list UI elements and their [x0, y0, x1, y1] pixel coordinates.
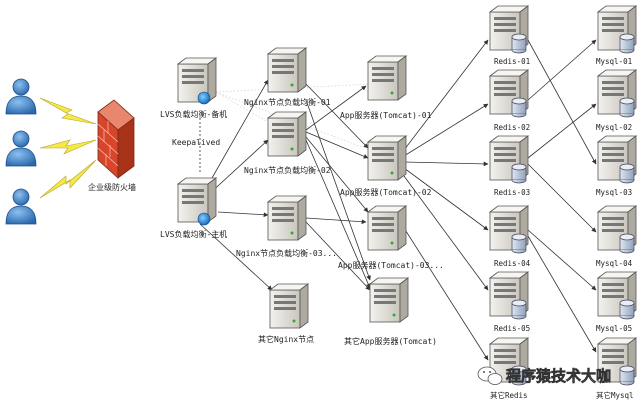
- mysql-05-label: Mysql-05: [596, 324, 632, 333]
- server-icon: [367, 205, 407, 251]
- server-icon: [269, 283, 309, 329]
- server-icon: [267, 195, 307, 241]
- redis-03-label: Redis-03: [494, 188, 530, 197]
- server-icon: [177, 177, 217, 223]
- server-icon: [369, 277, 409, 323]
- nginx-03-label: Nginx节点负载均衡-03...: [236, 248, 337, 258]
- database-icon: [619, 33, 635, 54]
- database-icon: [511, 33, 527, 54]
- app-01-label: App服务器(Tomcat)-01: [340, 110, 432, 120]
- lvs-master-label: LVS负载均衡-主机: [160, 229, 227, 239]
- database-icon: [619, 299, 635, 320]
- app-other-label: 其它App服务器(Tomcat): [344, 336, 437, 346]
- user-icon: [5, 188, 37, 225]
- redis-05-label: Redis-05: [494, 324, 530, 333]
- server-icon: [267, 47, 307, 93]
- redis-04-label: Redis-04: [494, 259, 531, 268]
- database-icon: [511, 163, 527, 184]
- wechat-icon: [477, 366, 503, 385]
- redis-01-label: Redis-01: [494, 57, 530, 66]
- server-icon: [367, 135, 407, 181]
- mysql-01-label: Mysql-01: [596, 57, 632, 66]
- nginx-01-label: Nginx节点负载均衡-01: [244, 97, 331, 107]
- database-icon: [619, 163, 635, 184]
- mysql-03-label: Mysql-03: [596, 188, 632, 197]
- database-icon: [511, 299, 527, 320]
- nginx-02-label: Nginx节点负载均衡-02: [244, 165, 331, 175]
- lvs-backup-label: LVS负载均衡-备机: [160, 109, 227, 119]
- database-icon: [619, 233, 635, 254]
- watermark: 程序猿技术大咖: [506, 367, 611, 385]
- mysql-02-label: Mysql-02: [596, 123, 632, 132]
- user-icon: [5, 130, 37, 167]
- app-02-label: App服务器(Tomcat)-02: [340, 187, 432, 197]
- app-03-label: App服务器(Tomcat)-03...: [338, 260, 444, 270]
- database-icon: [619, 97, 635, 118]
- database-icon: [511, 97, 527, 118]
- globe-icon: [197, 212, 211, 226]
- server-icon: [267, 111, 307, 157]
- mysql-other-label: 其它Mysql: [596, 390, 634, 400]
- server-icon: [177, 57, 217, 103]
- server-icon: [367, 55, 407, 101]
- connections: [195, 39, 597, 361]
- redis-other-label: 其它Redis: [490, 390, 528, 400]
- redis-02-label: Redis-02: [494, 123, 530, 132]
- firewall-label: 企业级防火墙: [88, 182, 136, 192]
- lightning-icon: [39, 97, 97, 199]
- mysql-04-label: Mysql-04: [596, 259, 633, 268]
- user-icon: [5, 78, 37, 115]
- nginx-other-label: 其它Nginx节点: [258, 334, 314, 344]
- globe-icon: [197, 91, 211, 105]
- database-icon: [619, 365, 635, 386]
- keepalived-label: Keepalived: [172, 138, 220, 147]
- database-icon: [511, 233, 527, 254]
- firewall-icon: [97, 99, 135, 179]
